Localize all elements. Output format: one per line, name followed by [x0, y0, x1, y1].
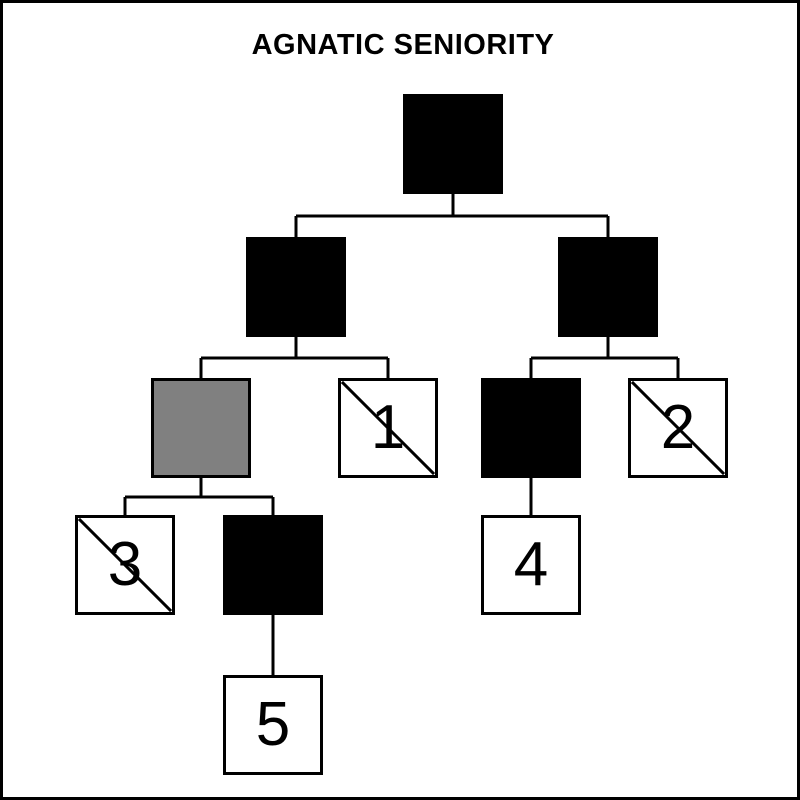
ancestor-node-g3a	[151, 378, 251, 478]
ancestor-node-g4b	[223, 515, 323, 615]
connector-layer	[123, 194, 680, 675]
node-label: 1	[370, 393, 406, 462]
node-label: 3	[107, 530, 143, 599]
ancestor-node-g2b	[558, 237, 658, 337]
node-label: 4	[513, 530, 549, 599]
succession-node-3: 3	[75, 515, 175, 615]
ancestor-node-g3c	[481, 378, 581, 478]
deceased-diagonal-icon	[631, 381, 725, 475]
node-label: 5	[255, 690, 291, 759]
succession-node-2: 2	[628, 378, 728, 478]
ancestor-node-root	[403, 94, 503, 194]
page-title: AGNATIC SENIORITY	[251, 29, 555, 61]
succession-node-5: 5	[223, 675, 323, 775]
node-label: 2	[660, 393, 696, 462]
deceased-diagonal-icon	[78, 518, 172, 612]
succession-node-1: 1	[338, 378, 438, 478]
ancestor-node-g2a	[246, 237, 346, 337]
succession-node-4: 4	[481, 515, 581, 615]
deceased-diagonal-icon	[341, 381, 435, 475]
